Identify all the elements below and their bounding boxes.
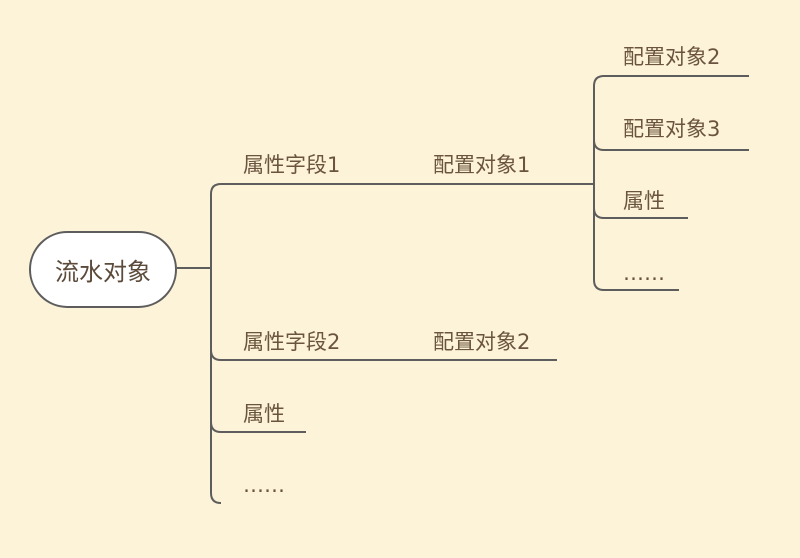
branch2-label[interactable]: 属性字段2 xyxy=(243,330,341,354)
branch1-child-label[interactable]: 配置对象1 xyxy=(433,153,531,177)
subnode2-label[interactable]: 配置对象3 xyxy=(623,117,721,141)
left-spine xyxy=(210,183,222,504)
root-node[interactable]: 流水对象 xyxy=(29,231,177,308)
branch2-child-label[interactable]: 配置对象2 xyxy=(433,330,531,354)
branch3-label[interactable]: 属性 xyxy=(243,402,285,426)
root-node-label: 流水对象 xyxy=(55,258,151,286)
branch2-underline xyxy=(210,349,557,361)
branch3-underline xyxy=(210,421,306,433)
branch4-label[interactable]: …… xyxy=(243,473,285,497)
subnode2-underline xyxy=(593,139,749,151)
subnode1-label[interactable]: 配置对象2 xyxy=(623,45,721,69)
branch1-label[interactable]: 属性字段1 xyxy=(243,153,341,177)
right-spine xyxy=(593,75,605,291)
subnode4-label[interactable]: …… xyxy=(623,261,665,285)
subnode3-label[interactable]: 属性 xyxy=(623,189,665,213)
subnode3-underline xyxy=(593,207,688,219)
